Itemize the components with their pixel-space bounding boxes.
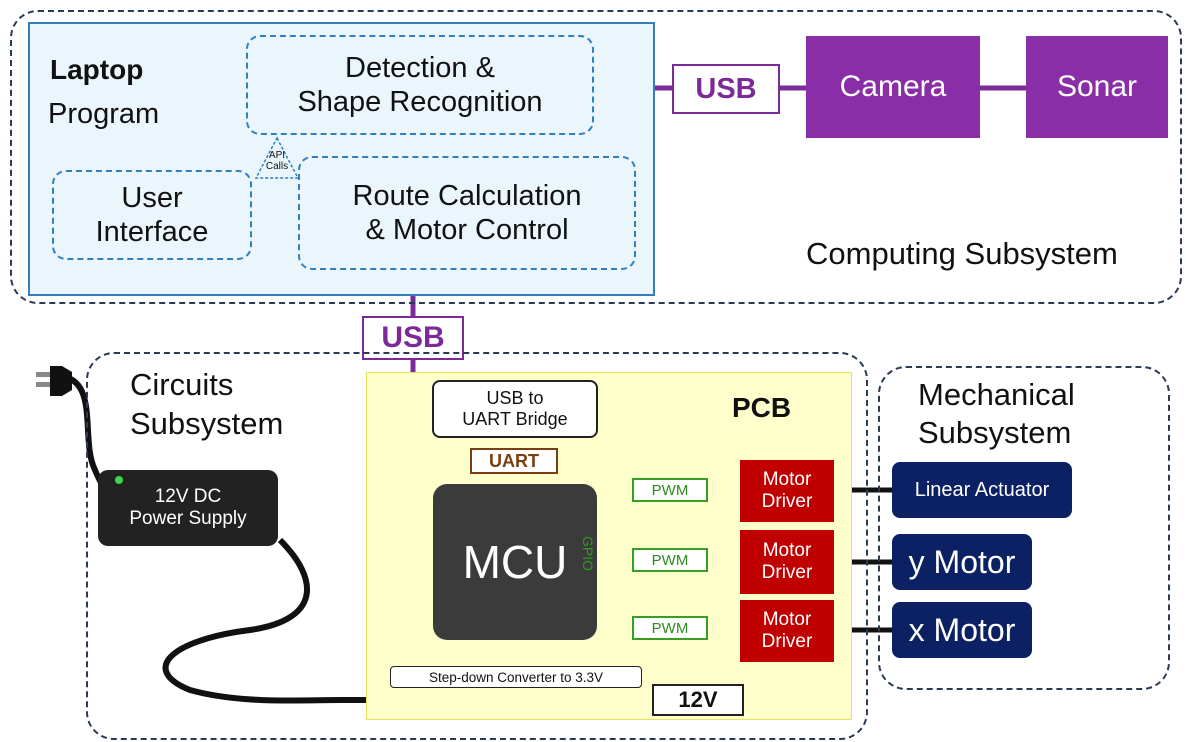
step-down-converter: Step-down Converter to 3.3V [390,666,642,688]
pcb-label: PCB [732,392,792,423]
mcu-label: MCU [462,536,568,588]
motor-driver-1: Motor Driver [740,460,834,522]
detection-block: Detection & Shape Recognition [246,35,594,135]
route-control-block: Route Calculation & Motor Control [298,156,636,270]
mechanical-subsystem-label: Mechanical Subsystem [918,377,1075,450]
power-led-icon [115,476,123,484]
laptop-title: Laptop [50,54,144,85]
laptop-subtitle: Program [48,98,160,130]
y-motor-box: y Motor [892,534,1032,590]
user-interface-block: User Interface [52,170,252,260]
camera-box: Camera [806,36,980,138]
pwm-tag-3: PWM [632,616,708,640]
power-supply-label: 12V DC Power Supply [129,485,247,529]
mechanical-subsystem [878,366,1170,690]
linear-actuator-box: Linear Actuator [892,462,1072,518]
api-calls-label: API Calls [265,150,289,172]
laptop-panel [28,22,655,296]
power-supply: 12V DC Power Supply [98,470,278,546]
computing-subsystem [10,10,1182,304]
power-plug-icon [36,366,72,396]
usb-uart-bridge: USB to UART Bridge [432,380,598,438]
pwm-tag-1: PWM [632,478,708,502]
gpio-label: GPIO [580,536,596,572]
uart-label: UART [470,448,558,474]
circuits-subsystem [86,352,868,740]
mcu-chip: MCU [433,484,597,640]
pwm-tag-2: PWM [632,548,708,572]
circuits-subsystem-label: Circuits Subsystem [130,367,284,441]
api-calls-triangle [254,136,300,180]
sonar-box: Sonar [1026,36,1168,138]
computing-subsystem-label: Computing Subsystem [806,236,1118,271]
voltage-12v-label: 12V [652,684,744,716]
x-motor-box: x Motor [892,602,1032,658]
motor-driver-2: Motor Driver [740,530,834,594]
motor-driver-3: Motor Driver [740,600,834,662]
usb-camera-label: USB [672,64,780,114]
